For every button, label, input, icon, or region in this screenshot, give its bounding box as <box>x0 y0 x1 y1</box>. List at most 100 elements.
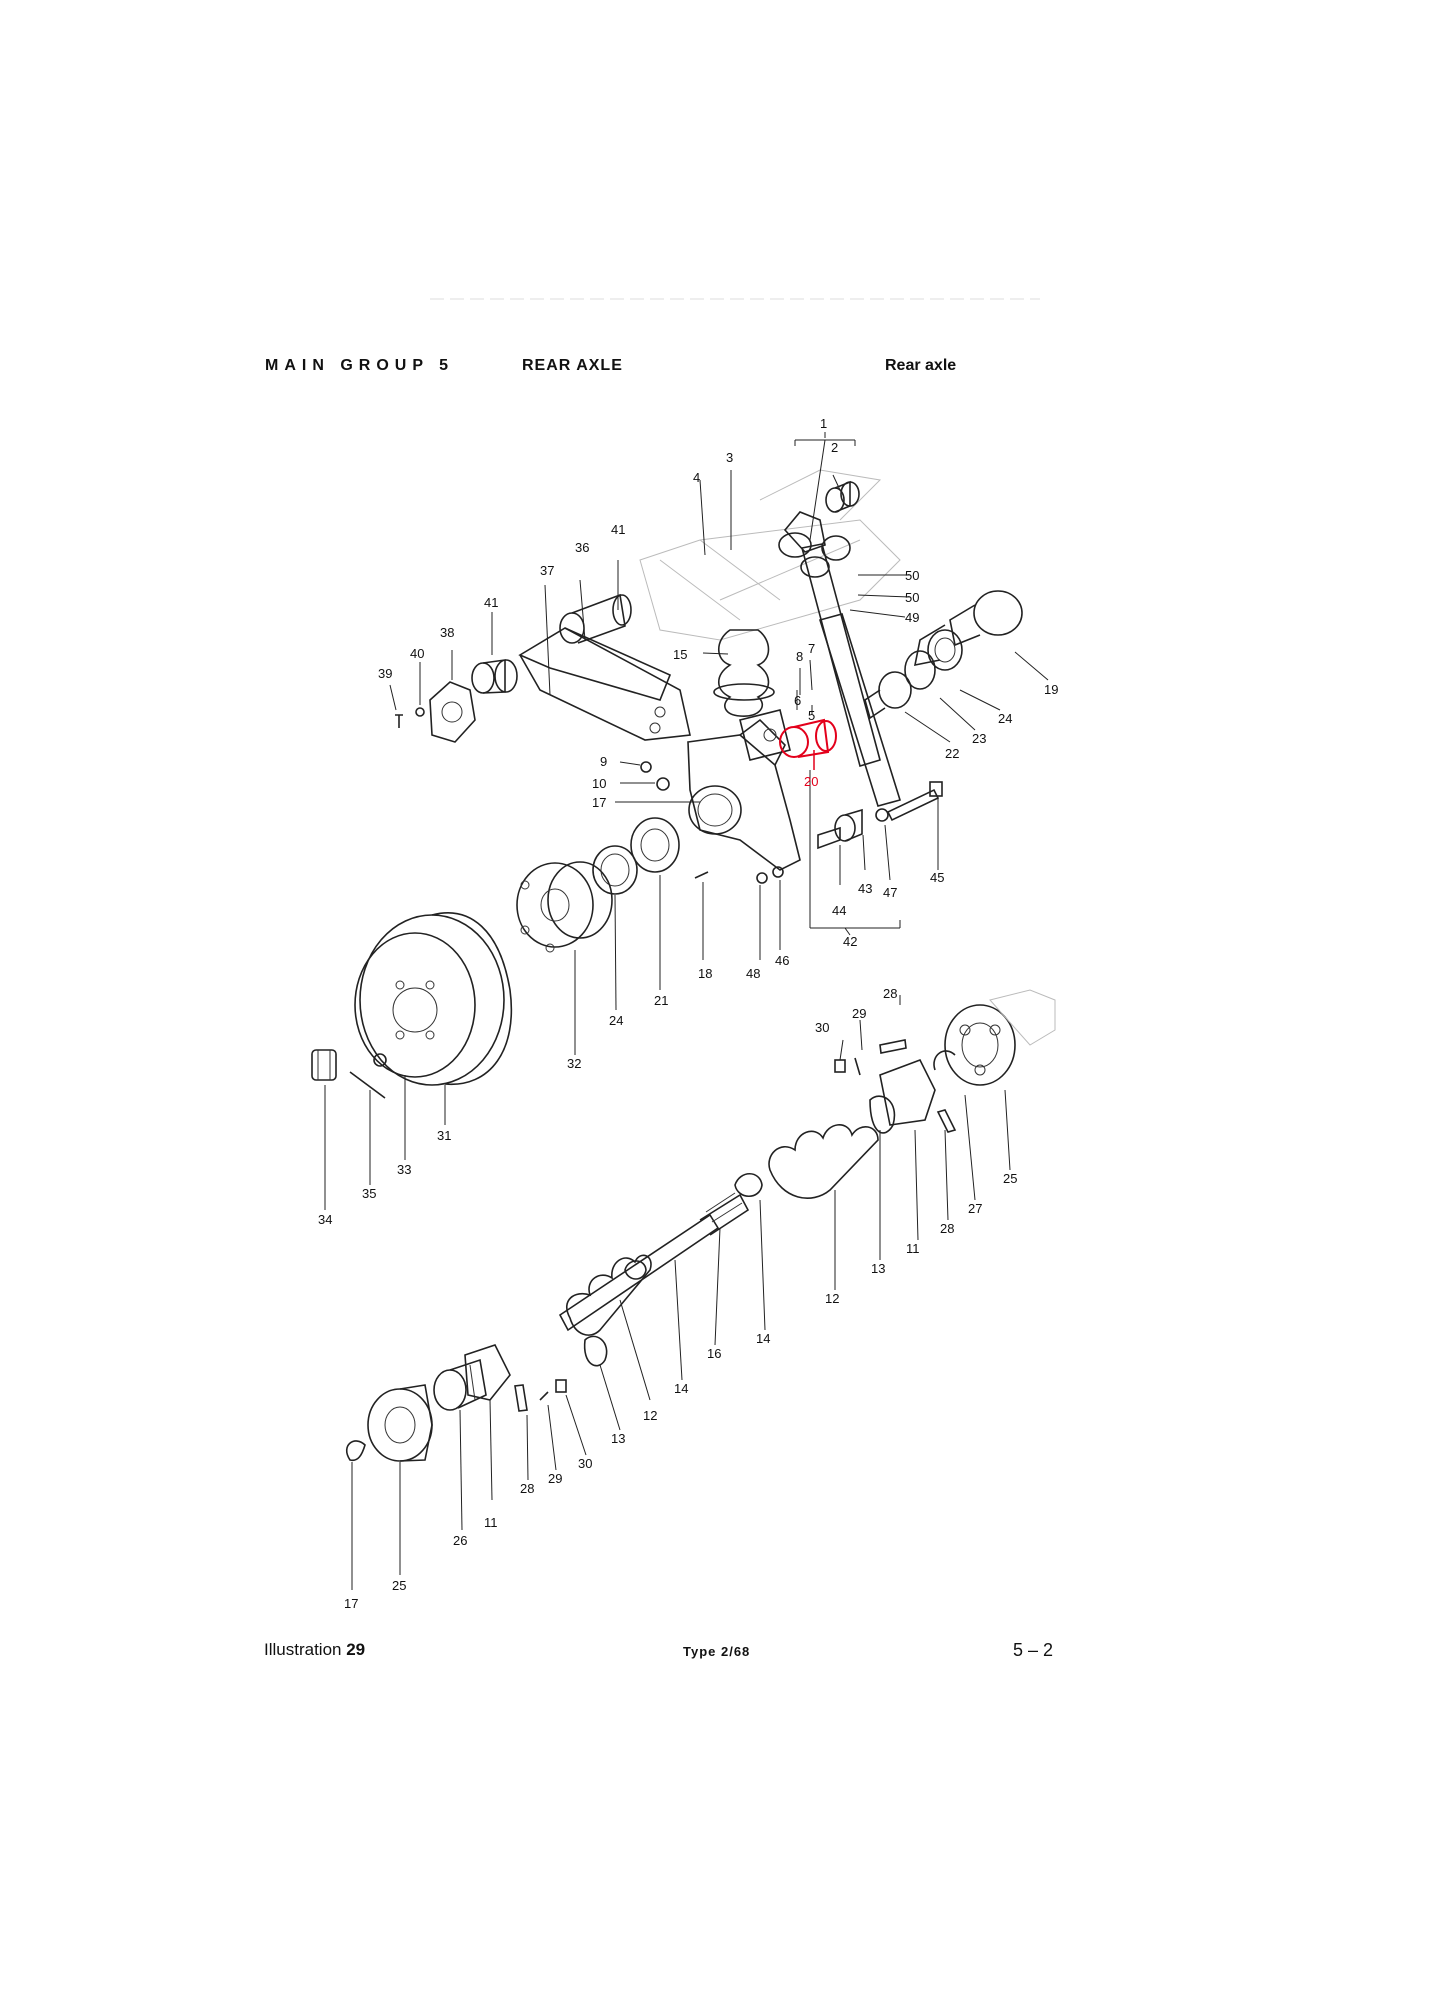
callout-22: 22 <box>945 746 959 761</box>
illustration-label: Illustration <box>264 1640 342 1659</box>
callout-37: 37 <box>540 563 554 578</box>
callout-5: 5 <box>808 708 815 723</box>
callout-42: 42 <box>843 934 857 949</box>
nut-9 <box>640 761 652 773</box>
callout-6: 6 <box>794 693 801 708</box>
callout-33: 33 <box>397 1162 411 1177</box>
callout-9: 9 <box>600 754 607 769</box>
callout-46: 46 <box>775 953 789 968</box>
cv-joint-lower-hub <box>433 1358 487 1411</box>
callout-3: 3 <box>726 450 733 465</box>
callout-28b: 28 <box>940 1221 954 1236</box>
callout-14a: 14 <box>756 1331 770 1346</box>
clamp-14-lower <box>624 1260 647 1280</box>
callout-35: 35 <box>362 1186 376 1201</box>
spacer-23 <box>904 650 936 690</box>
lock-plate-28c <box>514 1384 528 1412</box>
chassis-frame <box>639 469 901 641</box>
callout-17a: 17 <box>592 795 606 810</box>
bearing-24-upper <box>927 629 963 671</box>
screw-29a <box>854 1057 861 1076</box>
group-title: REAR AXLE <box>522 357 623 374</box>
screw-29b <box>539 1391 549 1401</box>
drive-flange <box>913 590 1023 667</box>
bearing-housing <box>687 718 801 871</box>
callout-41a: 41 <box>611 522 625 537</box>
rubber-boot-lower <box>566 1254 652 1336</box>
washer-47 <box>875 808 889 822</box>
shock-absorber <box>800 535 902 807</box>
pin-18 <box>694 871 709 879</box>
callout-19: 19 <box>1044 682 1058 697</box>
callout-24b: 24 <box>609 1013 623 1028</box>
callout-27: 27 <box>968 1201 982 1216</box>
cotter-pin <box>349 1071 386 1099</box>
callout-45: 45 <box>930 870 944 885</box>
callout-11a: 11 <box>906 1241 920 1256</box>
bump-stop <box>713 629 775 717</box>
callout-44: 44 <box>832 903 846 918</box>
wheel-hub <box>516 861 613 953</box>
callout-25b: 25 <box>392 1578 406 1593</box>
callout-15: 15 <box>673 647 687 662</box>
cv-joint-cover-lower <box>464 1344 511 1401</box>
callout-29a: 29 <box>852 1006 866 1021</box>
leader-lines <box>324 432 1049 1590</box>
callout-48: 48 <box>746 966 760 981</box>
nut-10 <box>656 777 670 791</box>
callout-47: 47 <box>883 885 897 900</box>
callout-7: 7 <box>808 641 815 656</box>
bushing-44 <box>817 826 841 850</box>
clamp-13-upper <box>869 1095 896 1134</box>
lock-plate-28b <box>936 1109 957 1133</box>
callout-16: 16 <box>707 1346 721 1361</box>
callout-31: 31 <box>437 1128 451 1143</box>
callout-50b: 50 <box>905 590 919 605</box>
callout-34: 34 <box>318 1212 332 1227</box>
callout-21: 21 <box>654 993 668 1008</box>
bushing-20-highlighted <box>779 718 837 770</box>
circlip-lower <box>345 1440 366 1462</box>
callout-43: 43 <box>858 881 872 896</box>
clamp-13-lower <box>583 1335 608 1367</box>
callout-39: 39 <box>378 666 392 681</box>
cv-joint-cover-upper <box>879 1058 936 1126</box>
callout-41b: 41 <box>484 595 498 610</box>
cv-joint-lower <box>367 1384 433 1462</box>
bushing-2 <box>825 480 860 513</box>
callout-24a: 24 <box>998 711 1012 726</box>
callout-23: 23 <box>972 731 986 746</box>
callout-29b: 29 <box>548 1471 562 1486</box>
rubber-boot-upper <box>768 1124 879 1199</box>
bushing-41 <box>471 659 518 694</box>
drive-shaft-stub-22 <box>864 671 912 720</box>
callout-20: 20 <box>804 774 818 789</box>
callout-32: 32 <box>567 1056 581 1071</box>
callout-26: 26 <box>453 1533 467 1548</box>
axle-tube-stub <box>559 593 632 644</box>
section-title: Rear axle <box>885 357 957 374</box>
washer-40 <box>415 707 425 717</box>
callout-14b: 14 <box>674 1381 688 1396</box>
washer-48 <box>756 872 768 884</box>
drive-shaft <box>558 1192 750 1332</box>
castle-nut <box>311 1049 337 1081</box>
washer-46 <box>772 866 784 878</box>
cv-joint-upper <box>944 1004 1016 1086</box>
callout-30a: 30 <box>815 1020 829 1035</box>
vehicle-type: Type 2/68 <box>683 1644 751 1659</box>
callout-10: 10 <box>592 776 606 791</box>
callout-49: 49 <box>905 610 919 625</box>
callout-11b: 11 <box>484 1515 498 1530</box>
clamp-14-upper <box>734 1172 763 1198</box>
brake-drum <box>354 912 513 1086</box>
callout-17b: 17 <box>344 1596 358 1611</box>
callout-36: 36 <box>575 540 589 555</box>
spring-strut-top <box>778 511 826 558</box>
lock-plate-28a <box>879 1039 907 1054</box>
callout-50a: 50 <box>905 568 919 583</box>
callout-38: 38 <box>440 625 454 640</box>
callout-1: 1 <box>820 416 827 431</box>
ball-bearing <box>630 817 680 873</box>
